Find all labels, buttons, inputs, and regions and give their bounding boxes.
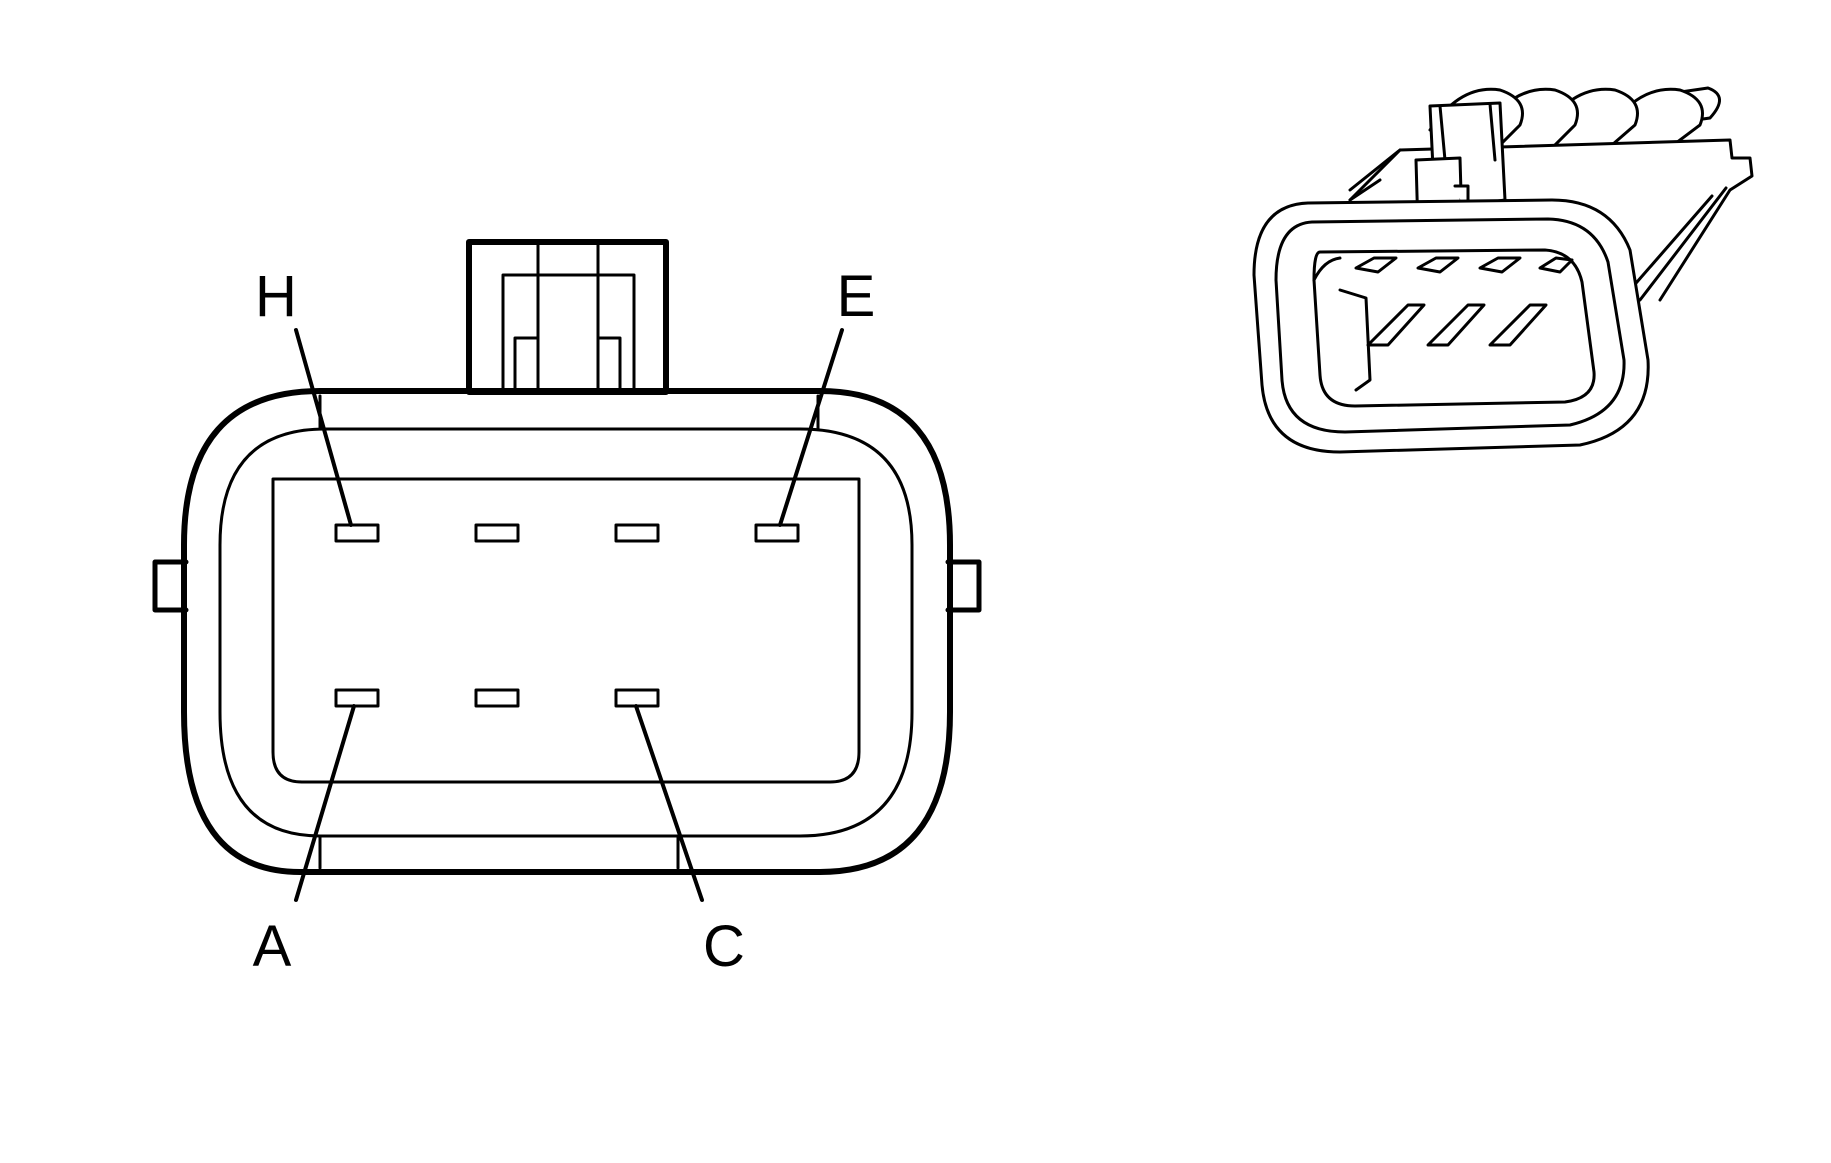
label-c: C [703,914,745,979]
label-a: A [253,914,292,979]
label-h: H [255,264,297,329]
terminal-a [334,688,380,708]
terminal-e [754,523,800,543]
leader-line-c [634,704,704,902]
outer-housing [181,388,953,875]
iso-terminal-1 [1354,256,1398,274]
iso-cavity-corner [1312,256,1342,282]
connector-isometric-view [1252,86,1754,454]
iso-terminal-row-bottom [1366,303,1548,347]
leader-line-h [294,328,353,527]
terminal-c [614,688,660,708]
iso-terminal-4 [1538,256,1574,274]
terminal-h [334,523,380,543]
leader-lines [294,328,844,902]
pin-labels: H E A C [253,264,876,979]
bevel-lines-bottom [318,834,680,870]
terminal-g [474,523,520,543]
label-e: E [837,264,876,329]
iso-cavity [1312,248,1596,408]
terminal-row-top [334,523,800,543]
terminal-row-bottom [334,688,660,708]
inner-housing-ring [218,427,914,838]
left-ear [152,559,189,613]
right-ear [945,559,982,613]
iso-terminal-3 [1478,256,1522,274]
terminal-f [614,523,660,543]
terminal-b [474,688,520,708]
iso-terminal-2 [1416,256,1460,274]
iso-cavity-side [1338,288,1372,392]
iso-terminal-row-top [1354,256,1574,274]
connector-face-view [152,239,982,902]
iso-terminal-5 [1366,303,1426,347]
leader-line-e [778,328,844,527]
locking-tab [466,239,669,395]
leader-line-a [294,704,356,902]
pin-cavity [271,477,861,784]
iso-terminal-7 [1488,303,1548,347]
iso-front-inner-ring [1274,217,1626,434]
iso-terminal-6 [1426,303,1486,347]
